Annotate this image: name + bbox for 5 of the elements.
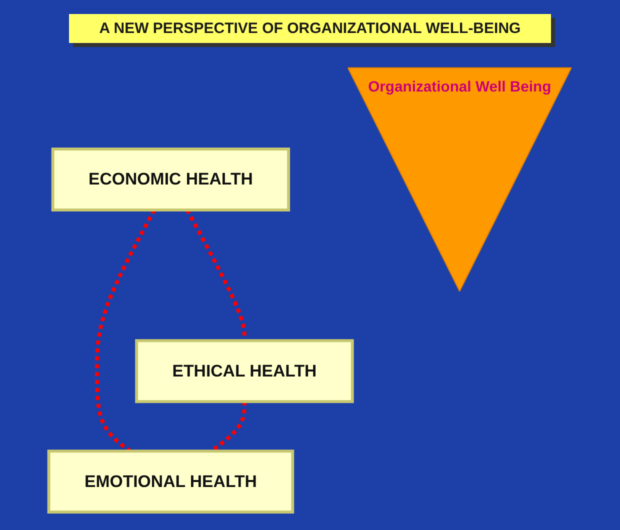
node-box: ETHICAL HEALTH (135, 338, 354, 403)
connector (94, 208, 156, 452)
node-box: EMOTIONAL HEALTH (47, 449, 294, 514)
node-box: ECONOMIC HEALTH (51, 147, 290, 211)
title-banner: A NEW PERSPECTIVE OF ORGANIZATIONAL WELL-BEING (69, 14, 551, 43)
